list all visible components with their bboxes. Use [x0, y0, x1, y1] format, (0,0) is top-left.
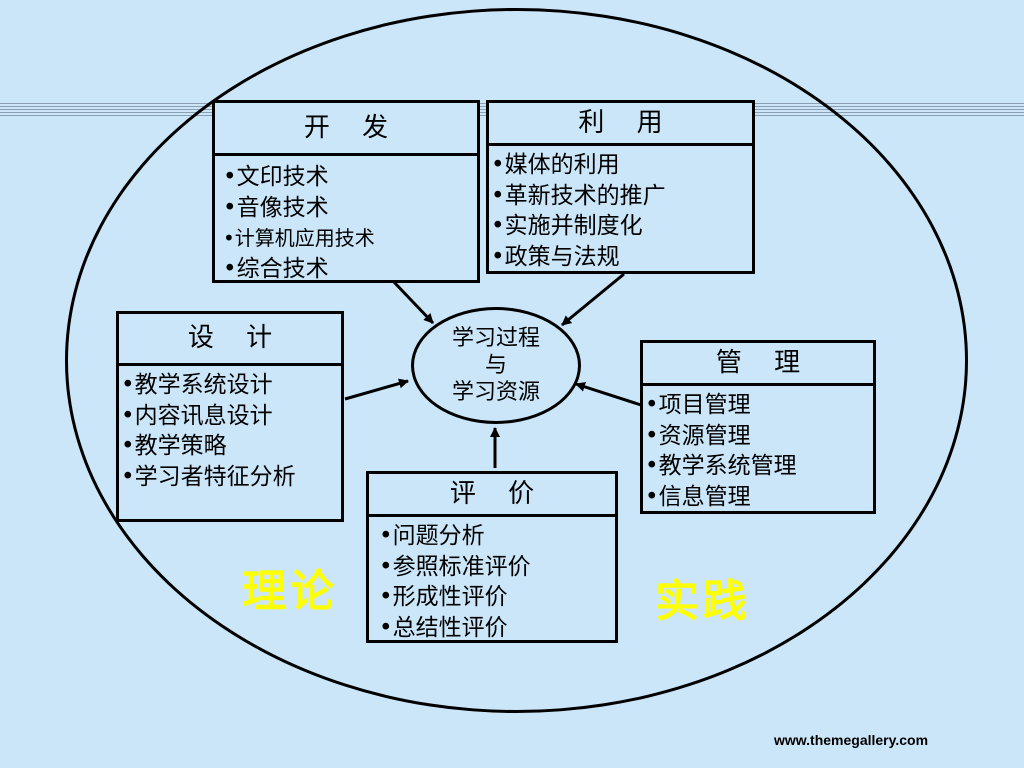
list-item: 教学系统设计: [121, 370, 341, 401]
list-item: 教学策略: [121, 431, 341, 462]
arrow-use: [561, 272, 625, 327]
outer-ellipse: [65, 8, 968, 713]
center-line: 与: [484, 353, 507, 378]
list-item: 计算机应用技术: [223, 223, 477, 254]
box-manage: 管 理 项目管理 资源管理 教学系统管理 信息管理: [640, 340, 876, 514]
box-design: 设 计 教学系统设计 内容讯息设计 教学策略 学习者特征分析: [116, 311, 344, 522]
center-line: 学习过程: [451, 326, 540, 351]
box-use-list: 媒体的利用 革新技术的推广 实施并制度化 政策与法规: [489, 146, 752, 272]
box-use-title: 利 用: [489, 103, 752, 146]
box-evaluate-list: 问题分析 参照标准评价 形成性评价 总结性评价: [369, 517, 615, 643]
center-line: 学习资源: [451, 380, 540, 405]
list-item: 媒体的利用: [491, 150, 752, 181]
list-item: 信息管理: [645, 482, 873, 513]
box-use: 利 用 媒体的利用 革新技术的推广 实施并制度化 政策与法规: [486, 100, 755, 274]
list-item: 参照标准评价: [379, 552, 615, 583]
label-practice: 实践: [655, 576, 751, 627]
footer-url: www.themegallery.com: [774, 732, 929, 748]
list-item: 学习者特征分析: [121, 462, 341, 493]
list-item: 问题分析: [379, 521, 615, 552]
arrow-design: [344, 378, 409, 401]
list-item: 总结性评价: [379, 613, 615, 644]
box-evaluate-title: 评 价: [369, 474, 615, 517]
list-item: 项目管理: [645, 390, 873, 421]
list-item: 资源管理: [645, 421, 873, 452]
list-item: 实施并制度化: [491, 211, 752, 242]
box-manage-title: 管 理: [643, 343, 873, 386]
label-theory: 理论: [242, 566, 338, 617]
arrow-develop: [390, 278, 435, 325]
box-develop-title: 开 发: [215, 103, 477, 156]
box-design-list: 教学系统设计 内容讯息设计 教学策略 学习者特征分析: [119, 366, 341, 492]
list-item: 政策与法规: [491, 242, 752, 273]
list-item: 音像技术: [223, 193, 477, 224]
box-develop: 开 发 文印技术 音像技术 计算机应用技术 综合技术: [212, 100, 480, 283]
arrow-manage: [575, 382, 642, 407]
center-learning-node: 学习过程 与 学习资源: [411, 307, 581, 424]
list-item: 教学系统管理: [645, 451, 873, 482]
list-item: 内容讯息设计: [121, 401, 341, 432]
box-manage-list: 项目管理 资源管理 教学系统管理 信息管理: [643, 386, 873, 512]
box-evaluate: 评 价 问题分析 参照标准评价 形成性评价 总结性评价: [366, 471, 618, 643]
list-item: 革新技术的推广: [491, 181, 752, 212]
list-item: 综合技术: [223, 254, 477, 285]
list-item: 形成性评价: [379, 582, 615, 613]
box-develop-list: 文印技术 音像技术 计算机应用技术 综合技术: [215, 156, 477, 284]
box-design-title: 设 计: [119, 314, 341, 366]
list-item: 文印技术: [223, 162, 477, 193]
